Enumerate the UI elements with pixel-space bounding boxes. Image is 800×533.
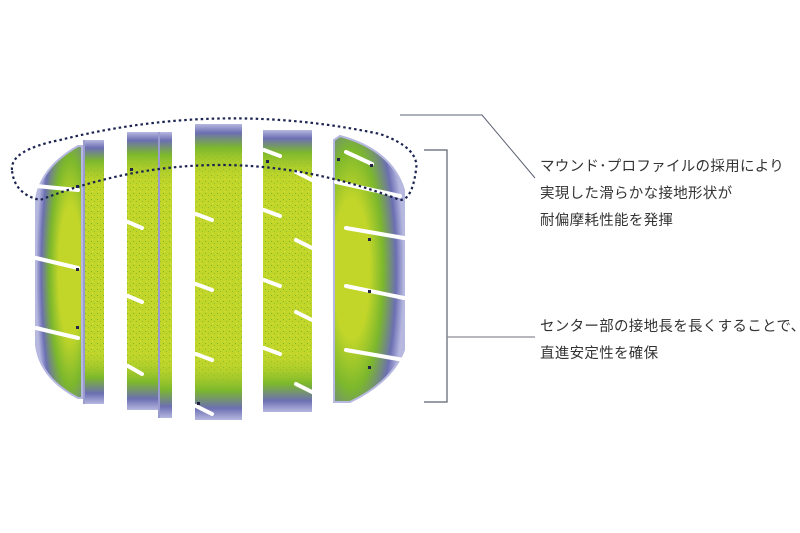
rib-left-shoulder bbox=[35, 145, 83, 399]
rib-4 bbox=[158, 132, 172, 418]
rib-center bbox=[195, 124, 242, 420]
annotation-line: 直進安定性を確保 bbox=[540, 346, 659, 362]
annotation-line: 実現した滑らかな接地形状が bbox=[540, 186, 733, 202]
rib-3 bbox=[127, 132, 158, 410]
rib-right-shoulder bbox=[333, 134, 405, 403]
annotation-line: 耐偏摩耗性能を発揮 bbox=[540, 213, 674, 229]
annotation-line: マウンド･プロファイルの採用により bbox=[540, 159, 785, 175]
annotation-mound-profile: マウンド･プロファイルの採用により 実現した滑らかな接地形状が 耐偏摩耗性能を発… bbox=[540, 154, 784, 235]
mound-profile-outline bbox=[10, 117, 418, 202]
rib-6 bbox=[263, 130, 312, 412]
sipes bbox=[34, 148, 406, 416]
annotation-line: センター部の接地長を長くすることで、 bbox=[540, 319, 800, 335]
bracket bbox=[424, 149, 448, 403]
leader-line-top bbox=[400, 114, 536, 179]
rib-2 bbox=[83, 140, 104, 404]
annotation-center-contact: センター部の接地長を長くすることで、 直進安定性を確保 bbox=[540, 314, 800, 368]
